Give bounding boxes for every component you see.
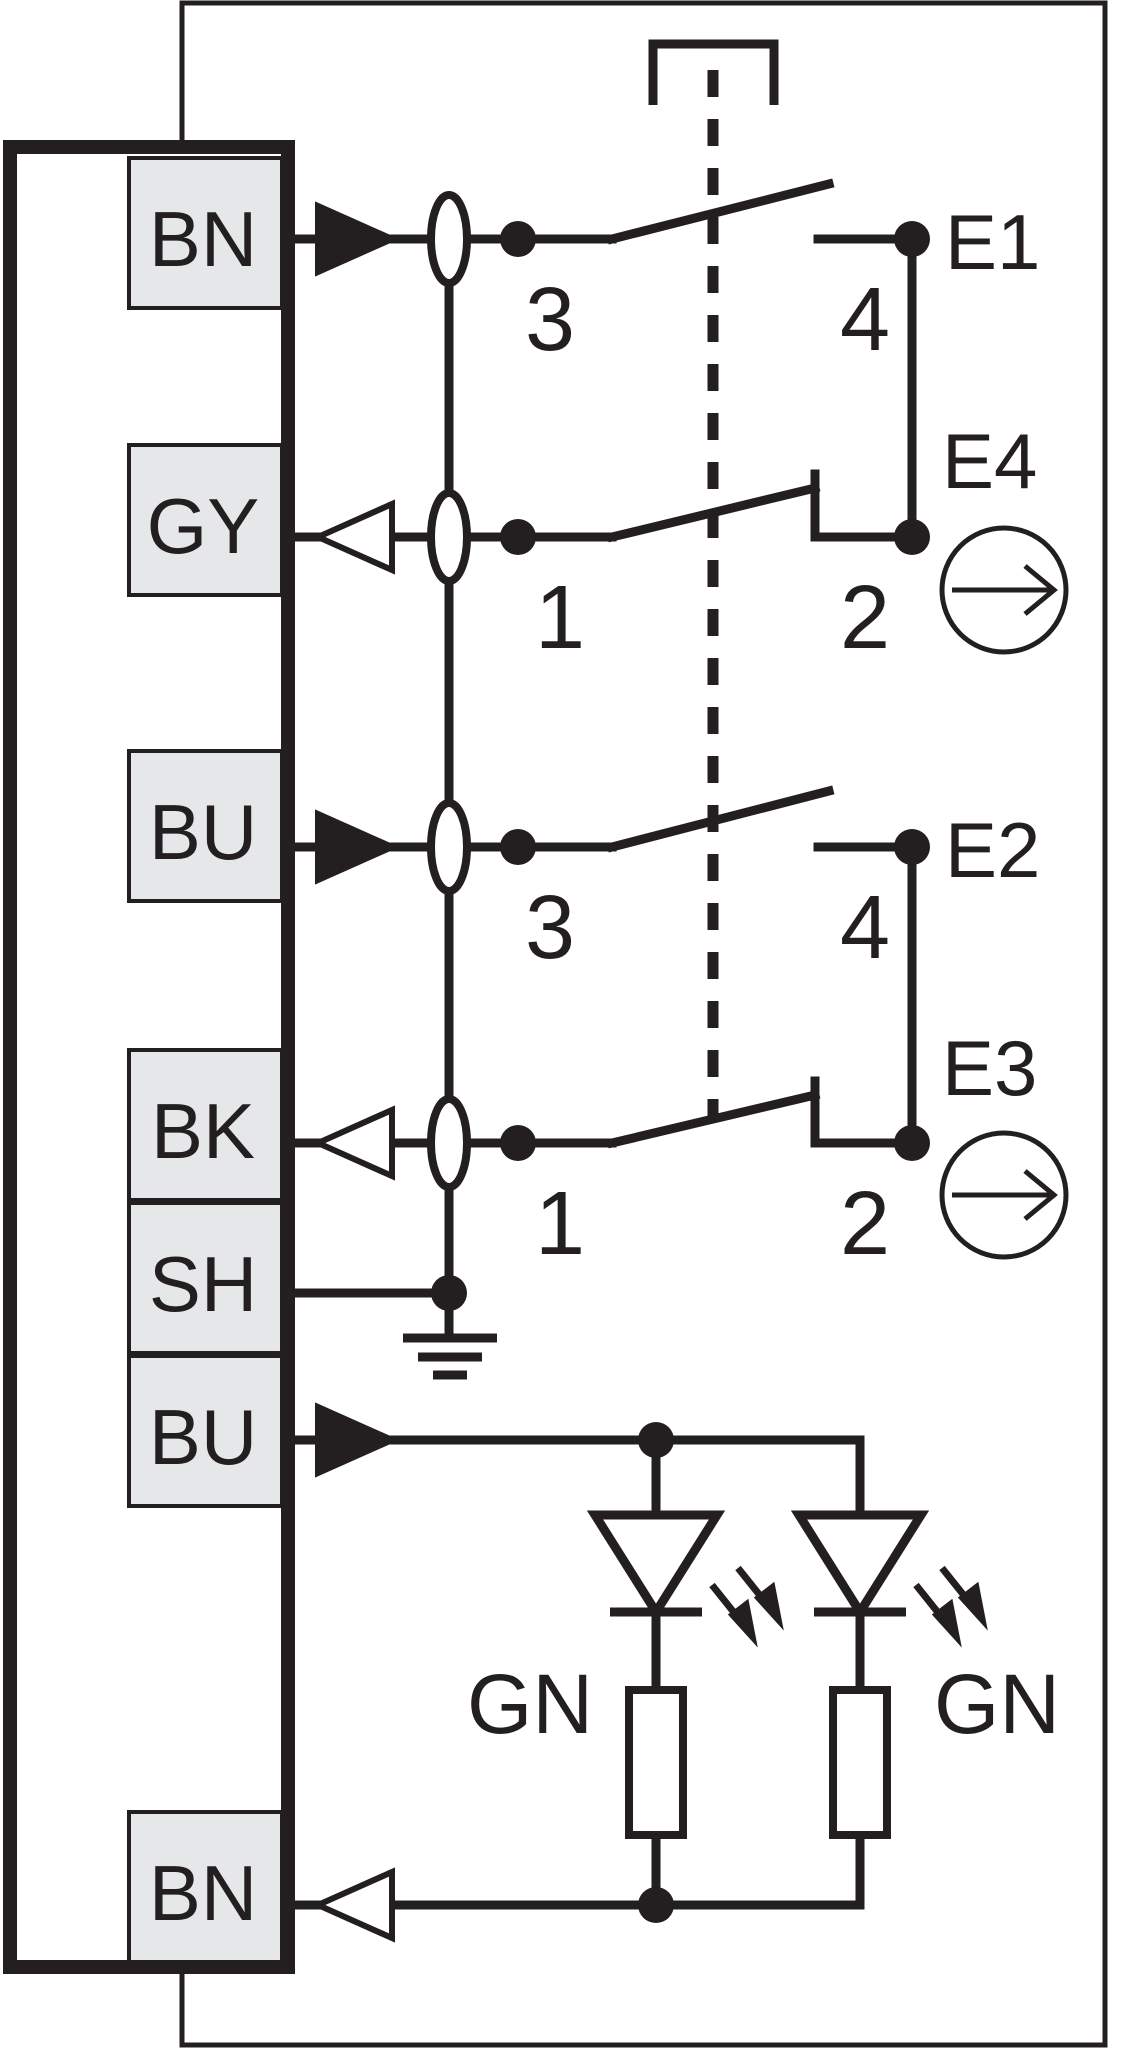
output-direction-icon-e4 xyxy=(939,525,1069,655)
wire-arrows xyxy=(310,201,400,1943)
ground-icon xyxy=(403,1333,497,1380)
terminal-e2: E2 xyxy=(945,806,1040,894)
bundle-ring-2 xyxy=(427,489,471,585)
pin-label-sh: SH xyxy=(149,1240,257,1328)
resistor-icon xyxy=(829,1686,891,1839)
contact-2-pin-left: 1 xyxy=(535,568,585,668)
contact-2-pin-right: 2 xyxy=(840,568,890,668)
output-direction-icon-e3 xyxy=(939,1130,1069,1260)
pin-label-bk: BK xyxy=(151,1087,255,1175)
contact-3-pin-right: 4 xyxy=(840,878,890,978)
input-arrow-icon xyxy=(315,809,400,885)
junction-dots xyxy=(431,221,930,1923)
pin-label-bn-bottom: BN xyxy=(149,1849,257,1937)
input-arrow-icon xyxy=(315,201,400,277)
pin-box-bk xyxy=(127,1048,284,1202)
pin-box-gy xyxy=(127,443,284,597)
led-2-color-label: GN xyxy=(934,1657,1060,1751)
pin-box-bn-top xyxy=(127,156,284,310)
output-arrow-icon xyxy=(310,499,395,575)
pin-box-bu-top xyxy=(127,749,284,903)
light-emission-icon xyxy=(913,1565,988,1648)
output-arrow-icon xyxy=(310,1867,395,1943)
pin-box-bn-bottom xyxy=(127,1810,284,1964)
pin-label-bn-top: BN xyxy=(149,195,257,283)
terminal-e1: E1 xyxy=(945,198,1040,286)
connector-pins xyxy=(127,156,284,1964)
resistor-icon xyxy=(625,1686,687,1839)
led-icon xyxy=(790,1510,930,1621)
contact-4-pin-right: 2 xyxy=(840,1174,890,1274)
pin-label-bu-top: BU xyxy=(149,788,257,876)
terminal-e4: E4 xyxy=(942,417,1037,505)
bundle-ring-4 xyxy=(427,1095,471,1191)
light-emission-icon xyxy=(709,1565,784,1648)
pin-label-gy: GY xyxy=(147,482,260,570)
contact-1-pin-left: 3 xyxy=(525,270,575,370)
cable-bundle xyxy=(427,191,471,1191)
contact-1-pin-right: 4 xyxy=(840,270,890,370)
input-arrow-icon xyxy=(315,1402,400,1478)
contact-4-pin-left: 1 xyxy=(535,1174,585,1274)
bundle-ring-3 xyxy=(427,799,471,895)
led-1-color-label: GN xyxy=(467,1657,593,1751)
actuator-bracket xyxy=(648,39,779,105)
contact-3-pin-left: 3 xyxy=(525,878,575,978)
led-icon xyxy=(586,1510,726,1621)
output-arrow-icon xyxy=(310,1105,395,1181)
pin-box-sh xyxy=(127,1201,284,1355)
wires xyxy=(283,178,917,1910)
pin-label-bu-bottom: BU xyxy=(149,1393,257,1481)
terminal-e3: E3 xyxy=(942,1024,1037,1112)
pin-box-bu-bottom xyxy=(127,1354,284,1508)
bundle-ring-1 xyxy=(427,191,471,287)
